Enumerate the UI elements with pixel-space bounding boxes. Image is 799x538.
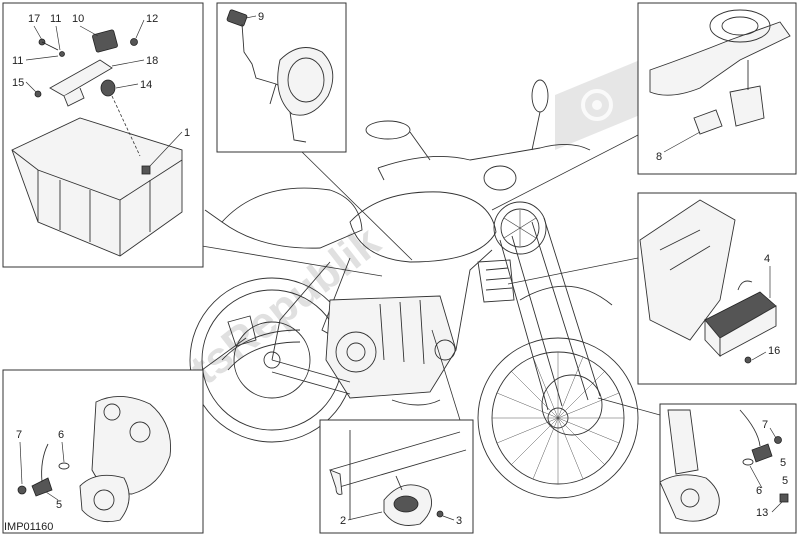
- callout-1: 1: [184, 127, 190, 139]
- motorcycle-drawing: [189, 79, 639, 499]
- panel-horn: 2 3: [319, 419, 474, 534]
- callout-3: 3: [456, 515, 462, 527]
- diagram-code: IMP01160: [4, 521, 53, 533]
- callout-5c: 5: [782, 475, 788, 487]
- callout-18: 18: [146, 55, 158, 67]
- callout-14: 14: [140, 79, 152, 91]
- callout-17: 17: [28, 13, 40, 25]
- callout-8: 8: [656, 151, 662, 163]
- callout-4: 4: [764, 253, 770, 265]
- panel-regulator: 4 16: [637, 192, 797, 385]
- panel-throttle-body: 9: [216, 2, 347, 153]
- callout-9: 9: [258, 11, 264, 23]
- callout-13: 13: [756, 507, 768, 519]
- callout-5a: 5: [56, 499, 62, 511]
- callout-15: 15: [12, 77, 24, 89]
- callout-7a: 7: [16, 429, 22, 441]
- callout-5b: 5: [780, 457, 786, 469]
- leader-lines: [201, 134, 661, 421]
- callout-2: 2: [340, 515, 346, 527]
- callout-6a: 6: [58, 429, 64, 441]
- callout-10: 10: [72, 13, 84, 25]
- callout-16: 16: [768, 345, 780, 357]
- callout-12: 12: [146, 13, 158, 25]
- callout-11a: 11: [50, 13, 61, 25]
- panel-battery-tray: 17 11 10 12 11 18 15 14 1: [2, 2, 204, 268]
- panel-rear-speed-sensor: 7 6 5 IMP01160: [2, 369, 204, 534]
- callout-6b: 6: [756, 485, 762, 497]
- panel-steering-head: 8: [637, 2, 797, 175]
- callout-7b: 7: [762, 419, 768, 431]
- callout-11b: 11: [12, 55, 23, 67]
- panel-front-speed-sensor: 7 5 6 5 13: [659, 403, 797, 534]
